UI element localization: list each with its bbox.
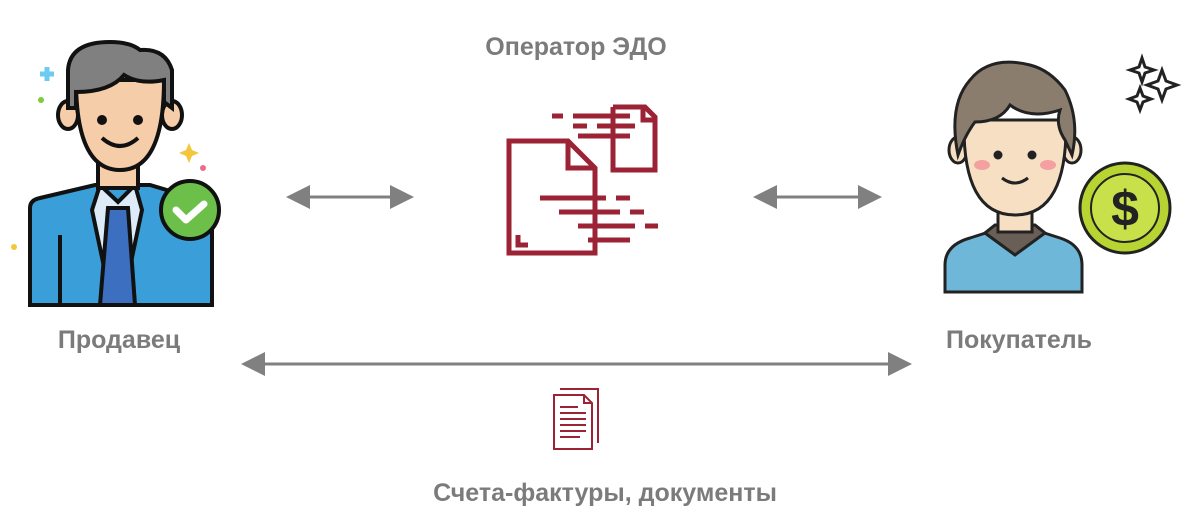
buyer-dollar-icon: $ xyxy=(943,53,1182,294)
seller-label: Продавец xyxy=(57,326,181,354)
documents-exchange-icon xyxy=(506,104,658,256)
check-badge-icon xyxy=(159,179,221,241)
sparkle-plus-icon xyxy=(40,67,54,81)
svg-text:$: $ xyxy=(1111,181,1139,237)
buyer-label: Покупатель xyxy=(945,326,1093,354)
document-icon xyxy=(553,388,599,450)
businessman-check-icon xyxy=(11,39,221,307)
documents-label: Счета-фактуры, документы xyxy=(433,479,777,507)
operator-label: Оператор ЭДО xyxy=(485,33,667,61)
